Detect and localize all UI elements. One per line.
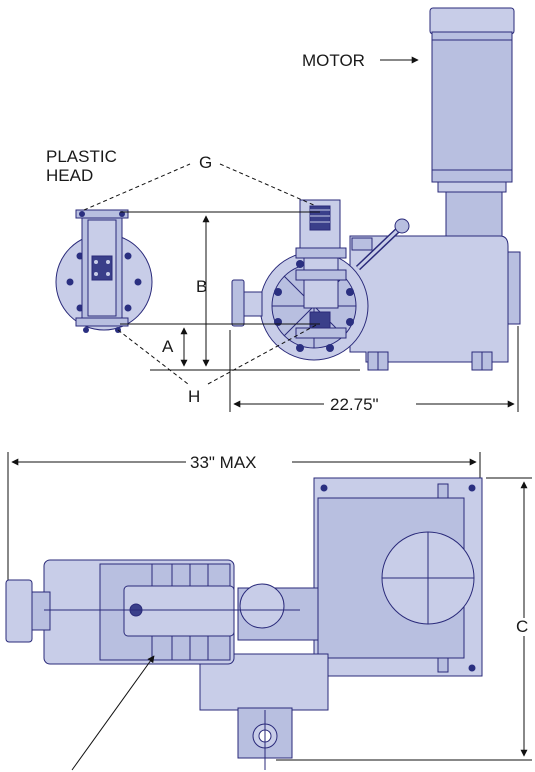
motor-plan xyxy=(5,559,300,665)
dimension-label-b: B xyxy=(196,277,207,296)
plastic-head xyxy=(55,209,153,333)
dimension-label-g: G xyxy=(199,153,212,172)
side-elevation-view: MOTOR PLASTIC HEAD G B A H 22.75" xyxy=(46,7,521,414)
dimension-label-c: C xyxy=(516,617,528,636)
plan-view: 33" MAX C xyxy=(5,452,532,771)
valve-column xyxy=(295,199,347,339)
motor xyxy=(429,7,515,247)
gearbox-housing xyxy=(349,218,521,371)
dimension-label-a: A xyxy=(162,337,174,356)
dimension-label-width: 22.75" xyxy=(330,395,379,414)
plastic-head-label-line1: PLASTIC xyxy=(46,147,117,166)
gearbox-plan xyxy=(313,477,483,677)
plastic-head-label-line2: HEAD xyxy=(46,166,93,185)
motor-label: MOTOR xyxy=(302,51,365,70)
dimension-lines-top xyxy=(83,56,519,412)
dimension-label-max-length: 33" MAX xyxy=(190,453,257,472)
dimension-label-h: H xyxy=(188,387,200,406)
